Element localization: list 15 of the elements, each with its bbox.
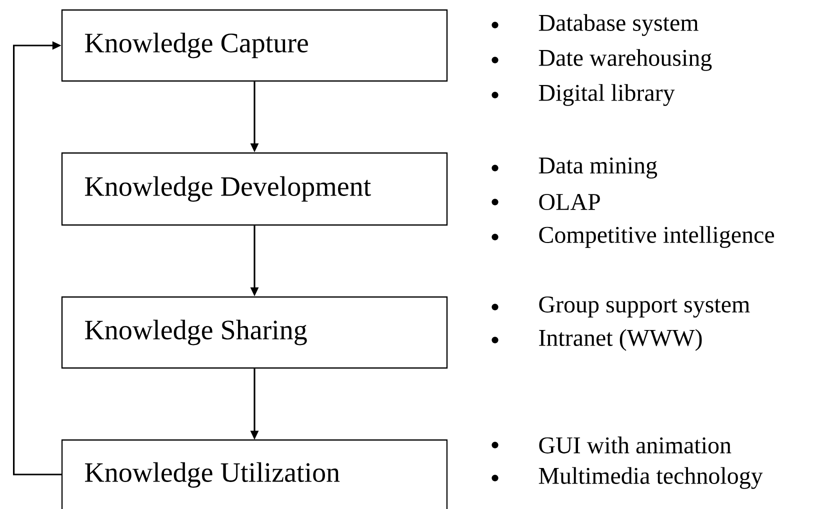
feedback-arrow xyxy=(13,41,62,476)
bullet-item: Multimedia technology xyxy=(492,467,763,489)
process-box: Knowledge Capture xyxy=(61,9,448,82)
bullet-item: Date warehousing xyxy=(492,49,712,71)
bullet-item: Competitive intelligence xyxy=(492,226,774,248)
bullet-item: GUI with animation xyxy=(492,436,732,454)
process-box: Knowledge Development xyxy=(61,152,448,226)
bullet-item: OLAP xyxy=(492,194,600,210)
bullet-item: Data mining xyxy=(492,157,658,179)
bullet-item: Group support system xyxy=(492,296,750,318)
bullet-item: Database system xyxy=(492,14,698,36)
process-box: Knowledge Utilization xyxy=(61,439,448,509)
bullet-item: Intranet (WWW) xyxy=(492,329,702,351)
bullet-item: Digital library xyxy=(492,84,675,106)
process-box: Knowledge Sharing xyxy=(61,296,448,369)
